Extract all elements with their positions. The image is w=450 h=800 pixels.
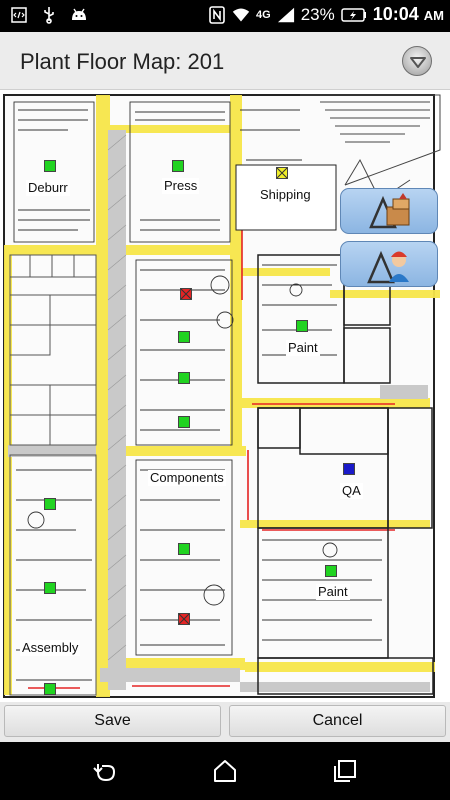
inventory-button[interactable] [340,188,438,234]
home-icon[interactable] [212,758,238,784]
inventory-boxes-icon [369,193,410,229]
status-marker-assembly-2[interactable] [44,582,56,594]
area-label-press: Press [162,178,200,194]
worker-icon [367,250,409,284]
clock: 10:04 AM [372,4,444,24]
status-marker-assembly-1[interactable] [44,498,56,510]
battery-percent: 23% [300,4,335,24]
status-marker-components-4[interactable] [178,416,190,428]
back-icon[interactable] [92,758,118,784]
cancel-button[interactable]: Cancel [229,705,446,737]
chevron-down-circle-icon[interactable] [402,46,432,76]
status-marker-press[interactable] [172,160,184,172]
status-marker-assembly-3[interactable] [44,683,56,695]
status-marker-components-1[interactable] [180,288,192,300]
status-marker-paint[interactable] [296,320,308,332]
code-icon [10,6,28,24]
action-bar: Plant Floor Map: 201 [0,32,450,90]
signal-icon [277,6,295,24]
nfc-icon [208,5,226,24]
status-marker-deburr[interactable] [44,160,56,172]
battery-charging-icon [340,6,367,24]
page-title: Plant Floor Map: 201 [20,49,225,74]
status-marker-paint-2[interactable] [325,565,337,577]
save-button[interactable]: Save [4,705,221,737]
status-marker-shipping[interactable] [276,167,288,179]
status-marker-components-2[interactable] [178,331,190,343]
area-label-qa: QA [340,483,363,499]
area-label-paint: Paint [286,340,320,356]
recents-icon[interactable] [332,758,358,784]
worker-button[interactable] [340,241,438,287]
wifi-icon [232,6,250,24]
area-label-paint-2: Paint [316,584,350,600]
network-type-label: 4G [256,8,271,21]
area-label-shipping: Shipping [258,187,313,203]
usb-icon [40,6,58,24]
area-label-components: Components [148,470,226,486]
status-bar: 4G 23% 10:04 AM [0,0,450,32]
status-marker-components-5[interactable] [178,543,190,555]
navigation-bar [0,742,450,800]
area-label-deburr: Deburr [26,180,70,196]
android-icon [70,6,88,24]
action-buttons-bar: Save Cancel [0,702,450,742]
status-marker-qa[interactable] [343,463,355,475]
area-label-assembly: Assembly [20,640,81,656]
status-marker-components-6[interactable] [178,613,190,625]
floor-map[interactable]: Deburr Press Shipping Paint Components Q… [0,90,450,702]
status-marker-components-3[interactable] [178,372,190,384]
